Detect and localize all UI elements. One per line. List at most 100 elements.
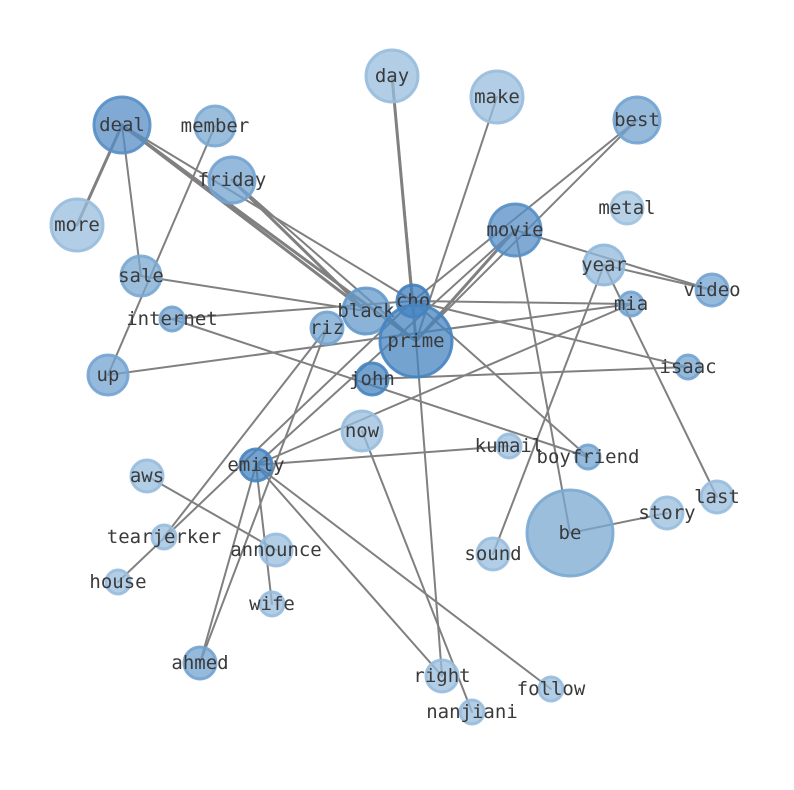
node-label-ahmed: ahmed	[171, 652, 228, 674]
node-label-prime: prime	[387, 330, 444, 352]
node-make: make	[469, 69, 525, 125]
node-last: last	[694, 479, 740, 515]
edge-mia-up	[107, 303, 632, 376]
node-label-right: right	[413, 665, 470, 687]
edge-riz-ahmed	[199, 327, 328, 664]
node-label-announce: announce	[230, 539, 322, 561]
node-label-kumail: kumail	[475, 435, 544, 457]
node-label-internet: internet	[126, 308, 218, 330]
edge-cho-mia	[412, 300, 632, 305]
node-label-now: now	[345, 420, 380, 442]
node-circle-riz	[309, 310, 345, 346]
edge-emily-follow	[255, 464, 552, 690]
node-year: year	[581, 243, 627, 287]
node-circle-story	[649, 495, 685, 531]
node-circle-internet	[158, 305, 186, 333]
node-circle-announce	[258, 532, 294, 568]
node-label-be: be	[559, 522, 582, 544]
node-john: john	[349, 361, 395, 397]
node-label-tearjerker: tearjerker	[107, 526, 221, 548]
edge-emily-kumail	[255, 445, 510, 466]
node-label-deal: deal	[99, 114, 145, 136]
node-sale: sale	[118, 254, 164, 298]
node-circle-be	[525, 488, 615, 578]
node-circle-make	[469, 69, 525, 125]
node-circle-aws	[129, 458, 165, 494]
node-circle-isaac	[674, 353, 702, 381]
node-label-house: house	[89, 571, 146, 593]
node-video: video	[683, 272, 741, 308]
node-circle-year	[582, 243, 626, 287]
node-circle-prime	[378, 303, 454, 379]
edge-member-up	[107, 125, 216, 376]
node-boyfriend: boyfriend	[537, 443, 640, 471]
node-label-friday: friday	[198, 169, 267, 191]
node-internet: internet	[126, 305, 218, 333]
node-circle-sale	[119, 254, 163, 298]
node-movie: movie	[486, 202, 544, 258]
node-label-aws: aws	[130, 465, 164, 487]
node-be: be	[525, 488, 615, 578]
node-label-boyfriend: boyfriend	[537, 446, 640, 468]
node-label-movie: movie	[486, 219, 543, 241]
node-member: member	[181, 104, 250, 148]
node-label-last: last	[694, 486, 740, 508]
node-circle-follow	[537, 675, 565, 703]
node-circle-up	[86, 353, 130, 397]
node-circle-last	[699, 479, 735, 515]
edge-emily-right	[255, 464, 443, 677]
edge-cho-isaac	[412, 300, 689, 368]
node-circle-emily	[238, 447, 274, 483]
node-label-make: make	[474, 86, 520, 108]
node-announce: announce	[230, 532, 322, 568]
node-circle-ahmed	[182, 645, 218, 681]
node-label-sale: sale	[118, 265, 164, 287]
node-up: up	[86, 353, 130, 397]
node-circle-member	[193, 104, 237, 148]
node-circle-boyfriend	[574, 443, 602, 471]
node-circle-kumail	[495, 432, 523, 460]
node-label-member: member	[181, 115, 250, 137]
node-circle-nanjiani	[458, 698, 486, 726]
node-circle-best	[612, 95, 662, 145]
node-label-john: john	[349, 368, 395, 390]
node-circle-movie	[487, 202, 543, 258]
node-circle-black	[341, 286, 391, 336]
node-label-sound: sound	[464, 543, 521, 565]
node-black: black	[337, 286, 395, 336]
node-day: day	[364, 48, 420, 104]
node-circle-video	[694, 272, 730, 308]
edge-sale-black	[140, 275, 367, 312]
node-circle-wife	[258, 590, 286, 618]
node-label-metal: metal	[598, 197, 655, 219]
node-circle-now	[340, 409, 384, 453]
node-now: now	[340, 409, 384, 453]
node-label-black: black	[337, 300, 395, 322]
node-circle-mia	[617, 290, 645, 318]
edge-friday-black	[230, 178, 368, 313]
edge-year-sound	[492, 264, 605, 555]
edge-aws-announce	[146, 475, 277, 551]
node-circle-right	[424, 658, 460, 694]
node-label-wife: wife	[249, 593, 295, 615]
node-circle-deal	[92, 95, 152, 155]
node-circle-metal	[609, 190, 645, 226]
node-label-up: up	[97, 364, 120, 386]
edge-movie-be	[514, 229, 571, 534]
node-follow: follow	[517, 675, 586, 703]
node-deal: deal	[92, 95, 152, 155]
node-label-year: year	[581, 254, 627, 276]
node-label-isaac: isaac	[659, 356, 716, 378]
node-label-emily: emily	[227, 454, 284, 476]
node-metal: metal	[598, 190, 656, 226]
node-label-story: story	[638, 502, 695, 524]
node-wife: wife	[249, 590, 295, 618]
node-mia: mia	[614, 290, 648, 318]
node-sound: sound	[464, 536, 522, 572]
node-friday: friday	[198, 155, 267, 205]
node-right: right	[413, 658, 471, 694]
node-prime: prime	[378, 303, 454, 379]
node-label-best: best	[614, 109, 660, 131]
